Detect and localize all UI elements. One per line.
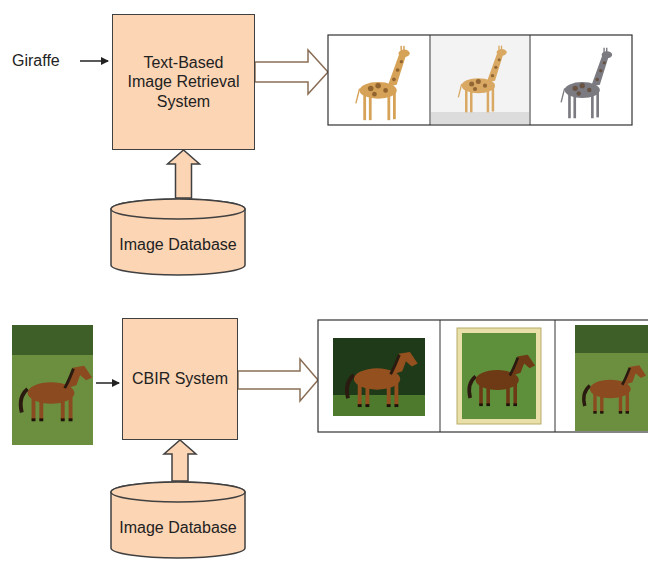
query-arrow (96, 382, 119, 384)
photo-frame (457, 328, 541, 424)
database-cylinder: Image Database (110, 481, 246, 559)
horse-photo (584, 365, 646, 413)
node-content: Image Database (110, 481, 246, 559)
horse-photo-background (575, 325, 648, 431)
photo-background (431, 36, 529, 124)
node-label: CBIR System (132, 369, 228, 388)
database-cylinder: Image Database (110, 198, 246, 276)
query-photo (12, 325, 93, 445)
output-arrow (238, 359, 318, 401)
giraffe-photo (458, 46, 506, 113)
node-content: Text-Based Image Retrieval System (113, 15, 254, 149)
strip-divider (430, 35, 431, 125)
giraffe-photo (356, 46, 410, 120)
horse-photo-background (333, 338, 425, 416)
query-arrow (80, 60, 108, 62)
result-strip (328, 35, 632, 125)
system-box: CBIR System (122, 318, 238, 440)
node-content: CBIR System (123, 319, 237, 439)
cylinder-top (111, 482, 245, 502)
strip-divider (555, 320, 556, 432)
result-strip (318, 320, 648, 432)
horse-photo (347, 352, 418, 407)
cylinder-top (111, 199, 245, 219)
cylinder-body (111, 482, 245, 558)
horse-photo-trees (575, 325, 648, 353)
strip-divider (530, 35, 531, 125)
query-photo-trees (12, 325, 93, 355)
block-arrow (164, 440, 196, 481)
query-label: Giraffe (12, 51, 60, 70)
node-label: Image Database (119, 235, 236, 254)
strip-divider (440, 320, 441, 432)
horse-photo (469, 355, 535, 406)
block-arrow (168, 150, 200, 198)
horse-photo (21, 366, 92, 422)
node-label: Text-Based Image Retrieval System (121, 53, 246, 111)
giraffe-photo (561, 48, 612, 118)
system-box: Text-Based Image Retrieval System (112, 14, 255, 150)
horse-photo-background (462, 333, 536, 419)
output-arrow (255, 50, 328, 94)
cylinder-body (111, 199, 245, 275)
node-content: Image Database (110, 198, 246, 276)
node-label: Image Database (119, 518, 236, 537)
photo-floor (431, 112, 529, 124)
